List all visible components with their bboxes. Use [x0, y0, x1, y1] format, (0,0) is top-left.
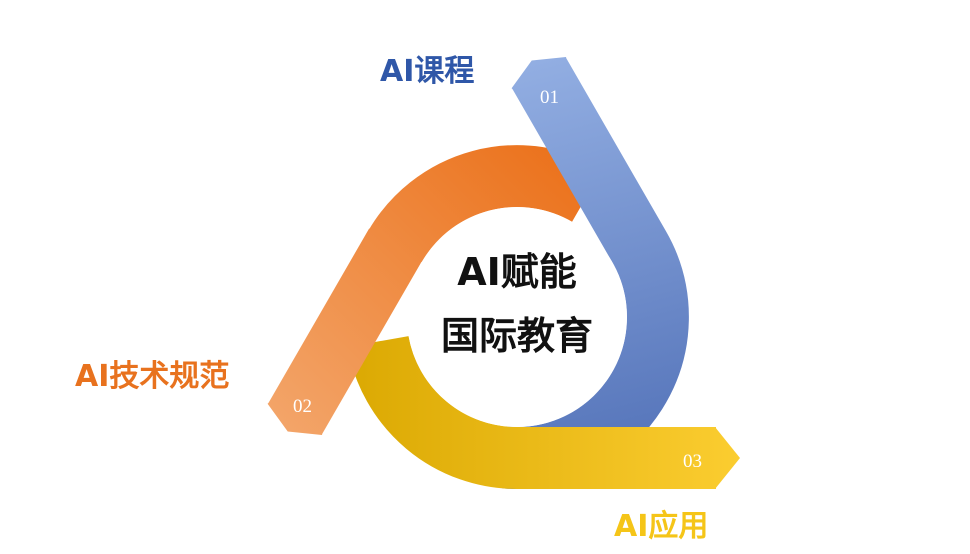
- orange-arm-02: [267, 228, 423, 435]
- center-title-line2: 国际教育: [440, 314, 593, 358]
- step-label-03: AI应用: [614, 509, 709, 544]
- step-number-01: 01: [540, 87, 559, 108]
- yellow-arm-03: [347, 335, 740, 490]
- center-title: AI赋能 国际教育: [407, 240, 627, 368]
- step-label-01: AI课程: [380, 54, 475, 89]
- center-title-line1: AI赋能: [457, 250, 577, 294]
- orange-arc: [368, 145, 603, 263]
- step-number-03: 03: [683, 451, 702, 472]
- step-number-02: 02: [293, 396, 312, 417]
- step-label-02: AI技术规范: [75, 359, 230, 394]
- center-circle: [407, 207, 627, 427]
